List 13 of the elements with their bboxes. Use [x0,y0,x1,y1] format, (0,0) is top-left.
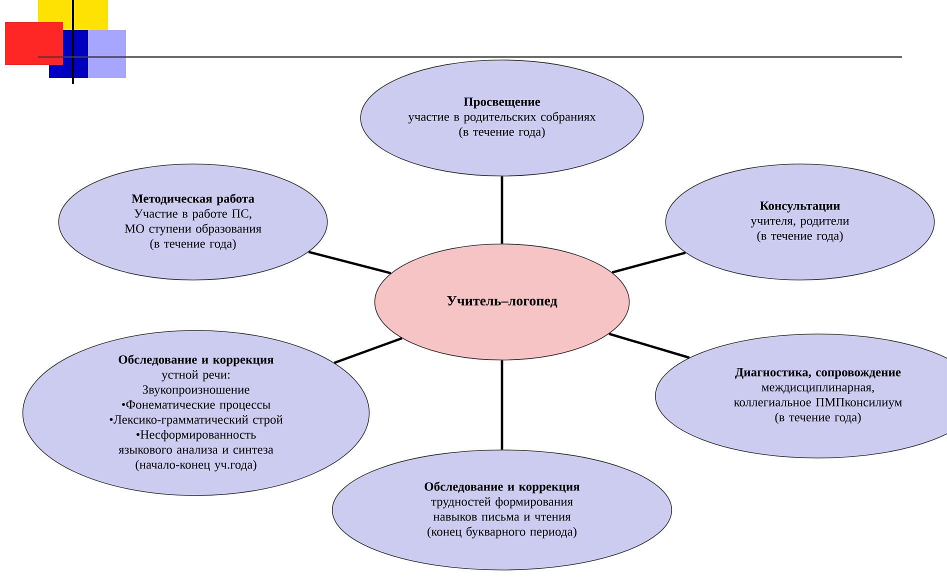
connector-line [500,360,504,450]
ellipse-node: Учитель–логопед [374,244,630,360]
connector-line [608,332,690,359]
connector-line [334,337,402,364]
connector-line [500,176,504,244]
ellipse-node: Методическая работа Участие в работе ПС, МО ступени образования (в течение года) [58,164,328,280]
connector-line [612,252,686,274]
ellipse-node: Диагностика, сопровождение междисциплинарная, коллегиальное ПМПконсилиум (в течение года) [654,334,947,458]
ellipse-node: Просвещение участие в родительских собраниях (в течение года) [360,60,644,176]
ellipse-node: Консультации учителя, родители (в течение года) [665,164,935,280]
ellipse-node: Обследование и коррекция устной речи: Звукопроизношение •Фонематические процессы •Лексико-грамматический строй •Несформированность языкового анализа и синтеза (начало-конец уч.года) [22,330,370,496]
ellipse-node: Обследование и коррекция трудностей формирования навыков письма и чтения (конец букварного периода) [332,450,672,570]
connector-line [308,250,392,274]
